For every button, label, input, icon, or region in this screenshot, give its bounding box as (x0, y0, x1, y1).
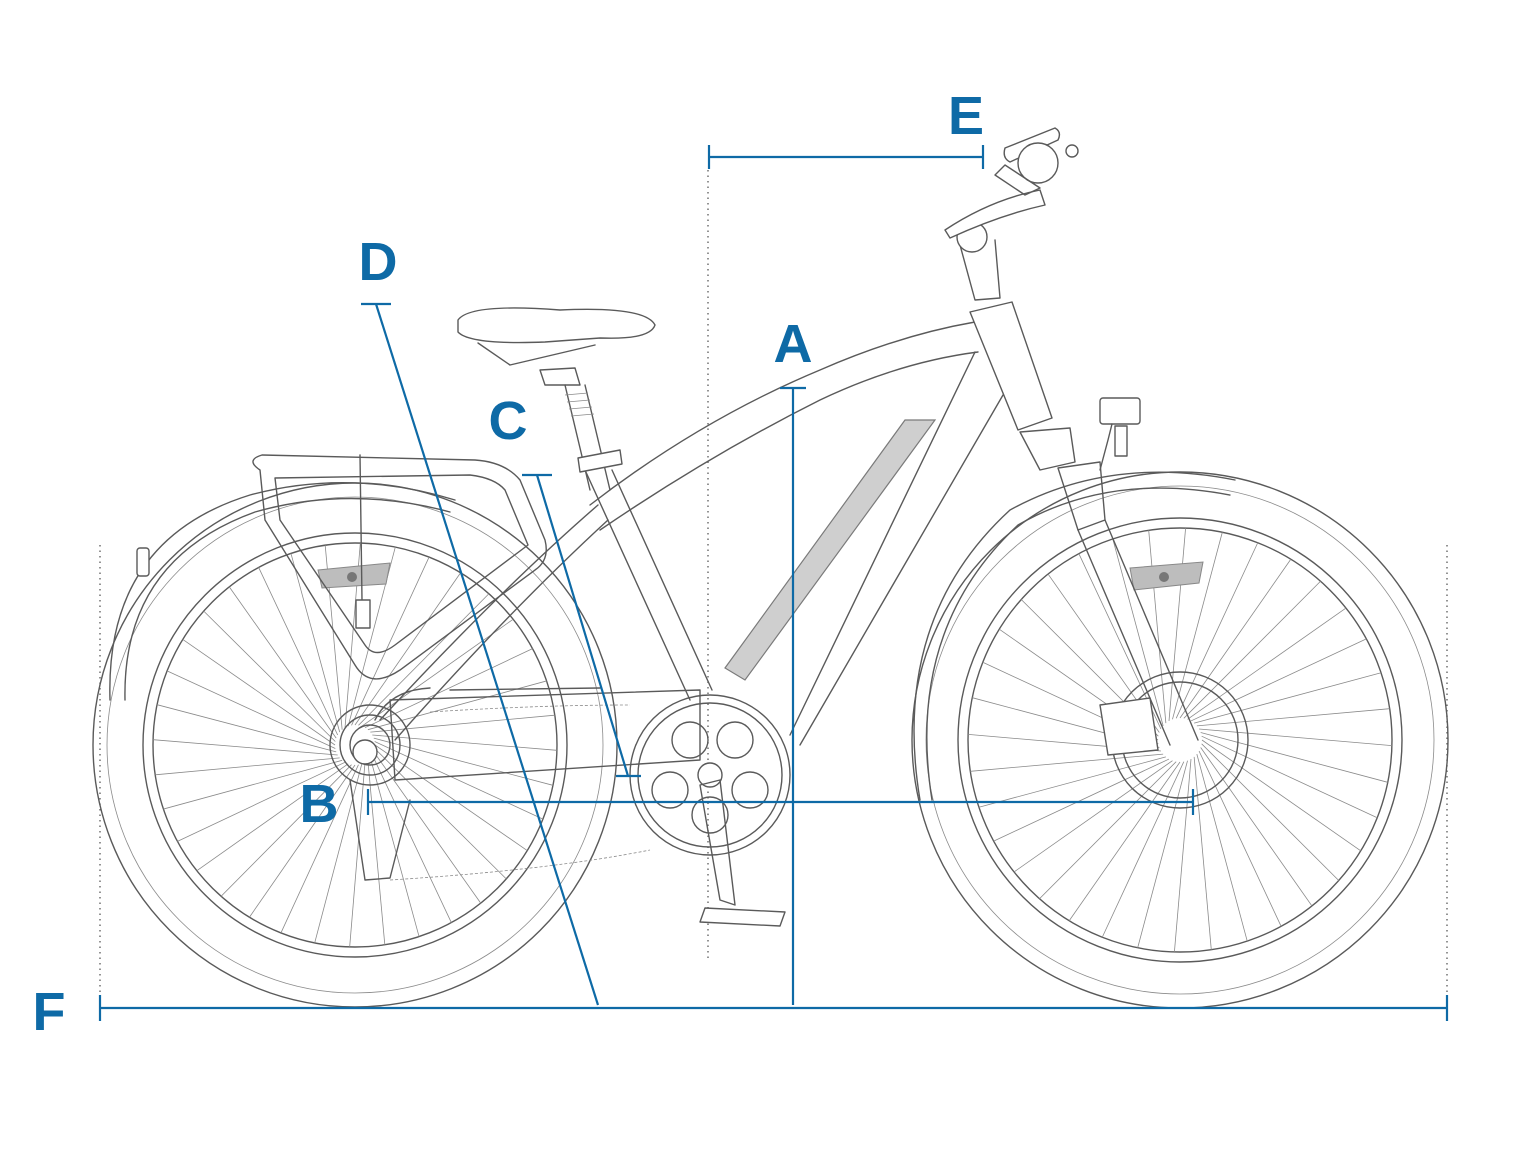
rear-wheel (92, 482, 618, 1008)
handlebar (944, 127, 1079, 301)
label-a: A (773, 314, 813, 374)
frame (379, 301, 1053, 781)
saddle (457, 307, 656, 491)
rear-fender (109, 481, 456, 701)
front-light (1099, 397, 1141, 471)
fork (1019, 427, 1199, 746)
rear-rack (252, 454, 547, 680)
label-c: C (488, 391, 528, 451)
drivetrain (329, 671, 1249, 927)
front-wheel (911, 471, 1449, 1009)
front-fender (913, 471, 1236, 801)
label-b: B (299, 774, 339, 834)
label-f: F (32, 982, 66, 1042)
dimension-c-line (535, 474, 630, 777)
dimension-d-line (374, 303, 600, 1006)
dimension-lines (98, 145, 1449, 1021)
reference-lines (99, 170, 1448, 1000)
label-e: E (947, 86, 985, 146)
label-d: D (358, 232, 398, 292)
battery (724, 419, 937, 681)
